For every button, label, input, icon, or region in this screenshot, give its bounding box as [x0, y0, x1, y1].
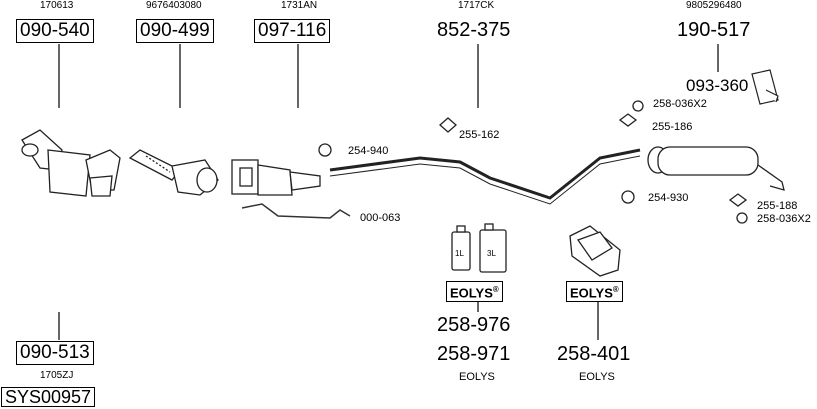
ref-code-1717CK: 1717CK: [458, 0, 495, 11]
part-number-093-360[interactable]: 093-360: [686, 76, 749, 95]
ref-code-9676403080: 9676403080: [146, 0, 202, 11]
system-number-box: SYS00957: [1, 387, 96, 407]
middle-pipe-outline: [329, 155, 641, 205]
sensor-cable-illustration: [241, 203, 351, 219]
ref-code-9805296480: 9805296480: [686, 0, 742, 11]
part-number-box-090-513[interactable]: 090-513: [16, 341, 94, 365]
part-number-254-940[interactable]: 254-940: [348, 145, 389, 157]
part-number-258-971[interactable]: 258-971: [437, 343, 511, 365]
rear-silencer-illustration: [647, 146, 785, 191]
part-number-box-090-540[interactable]: 090-540: [16, 19, 94, 43]
nut-258-036-top-icon: [632, 100, 644, 112]
part-number-254-930[interactable]: 254-930: [648, 192, 689, 204]
bottle-1l-label: 1L: [455, 249, 464, 258]
part-number-258-036X2-top[interactable]: 258-036X2: [653, 98, 707, 110]
part-number-box-097-116[interactable]: 097-116: [254, 19, 331, 43]
part-number-255-186[interactable]: 255-186: [652, 121, 693, 133]
eolys-brand-box-right: EOLYS®: [566, 281, 623, 303]
rubber-255-186-icon: [618, 113, 638, 127]
part-number-255-188[interactable]: 255-188: [757, 200, 798, 212]
catalyst-illustration: [231, 159, 321, 196]
part-number-box-090-499[interactable]: 090-499: [136, 19, 214, 43]
particle-filter-illustration: [128, 149, 219, 196]
eolys-label-right: EOLYS: [579, 371, 615, 383]
nut-258-036-bottom-icon: [736, 212, 748, 224]
bottle-3l-label: 3L: [487, 249, 496, 258]
additive-bottles-illustration: [451, 223, 507, 273]
additive-tank-illustration: [569, 225, 621, 277]
clamp-254-930-icon: [621, 190, 635, 204]
part-number-258-976[interactable]: 258-976: [437, 314, 511, 336]
part-number-258-401[interactable]: 258-401: [557, 343, 631, 365]
ref-code-170613: 170613: [40, 0, 74, 11]
fitting-kit-illustration: [751, 69, 779, 105]
part-number-000-063[interactable]: 000-063: [360, 212, 401, 224]
middle-pipe-illustration: [329, 148, 641, 200]
part-number-258-036X2-bottom[interactable]: 258-036X2: [757, 213, 811, 225]
ref-code-1731AN: 1731AN: [281, 0, 318, 11]
rubber-255-162-icon: [439, 117, 457, 133]
eolys-brand-box-left: EOLYS®: [446, 281, 503, 303]
part-number-255-162[interactable]: 255-162: [459, 129, 500, 141]
eolys-label-left: EOLYS: [459, 371, 495, 383]
part-number-852-375[interactable]: 852-375: [437, 19, 511, 41]
clamp-254-940-icon: [318, 143, 332, 157]
ref-code-1705ZJ: 1705ZJ: [40, 370, 74, 381]
rubber-255-188-icon: [728, 193, 748, 207]
catalytic-converter-illustration: [21, 129, 121, 197]
part-number-190-517[interactable]: 190-517: [677, 19, 751, 41]
